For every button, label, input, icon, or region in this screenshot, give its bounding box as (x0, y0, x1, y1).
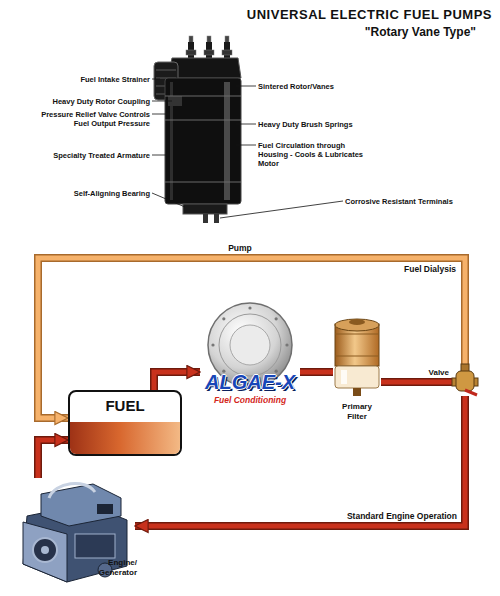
fuel-pump-illustration (154, 36, 241, 223)
pipe-outline (154, 372, 200, 390)
disc-bolt (275, 317, 278, 320)
side-housing (75, 534, 115, 558)
node-outline (452, 364, 478, 396)
leader-line (152, 193, 185, 207)
brand-tagline: Fuel Conditioning (200, 395, 300, 405)
pipe-connector (154, 372, 200, 390)
callout-label: Sintered Rotor/Vanes (258, 82, 368, 91)
flow-label: Fuel Dialysis (296, 264, 456, 274)
engine-generator: Engine/ Generator (15, 478, 135, 590)
flow-pipe (154, 372, 200, 390)
disc-bolt (285, 343, 288, 346)
pipe-outline (300, 368, 333, 376)
callout-label: Fuel Circulation through Housing - Cools… (258, 141, 370, 168)
callout-label: Heavy Duty Brush Springs (258, 120, 368, 129)
pipe-connector (381, 382, 452, 383)
filter-bowl (335, 366, 379, 388)
filter-drain (353, 388, 361, 396)
conditioner-unit: ALGAE-XFuel Conditioning (200, 300, 300, 408)
leader-line (236, 124, 256, 125)
valve: Valve (452, 364, 478, 396)
strainer-ridge (156, 70, 176, 71)
node-outline (333, 318, 381, 398)
terminal-nut (222, 50, 232, 55)
leader-line (220, 201, 343, 218)
pipe-connector (38, 440, 68, 478)
flow-label: Pump (215, 243, 265, 253)
callout-label: Self-Aligning Bearing (50, 189, 150, 198)
flow-pipe (38, 440, 68, 478)
housing-ring (165, 120, 241, 121)
engine-part (97, 504, 113, 514)
callout-label: Fuel Intake Strainer (50, 75, 150, 84)
leader-line (236, 86, 256, 87)
callout-label: Pressure Relief Valve Controls Fuel Outp… (35, 110, 150, 128)
disc-bolt (222, 317, 225, 320)
housing-ring (165, 182, 241, 183)
brand-name: ALGAE-X (200, 371, 300, 394)
pipe-outline (135, 396, 465, 526)
leader-line (152, 155, 168, 156)
pulley-hub (41, 546, 49, 554)
valve-handle (465, 390, 477, 395)
component-label: Engine/ Generator (85, 558, 137, 578)
terminal-nut (204, 50, 214, 55)
engine-pulley (33, 538, 57, 562)
leader-line (152, 79, 160, 80)
fuel-tank: FUEL (68, 390, 182, 456)
filter-cap-bolt (349, 319, 365, 325)
pipe-outline (38, 440, 68, 478)
valve-cover (41, 484, 121, 526)
component-label: Valve (420, 368, 449, 378)
bowl-reflection (341, 370, 347, 384)
pump-housing (165, 78, 241, 204)
title-heading: UNIVERSAL ELECTRIC FUEL PUMPS (222, 7, 492, 22)
filter-band (335, 356, 379, 357)
pipe-outline (381, 378, 452, 386)
callout-label: Corrosive Resistant Terminals (345, 197, 485, 206)
housing-ring (165, 96, 241, 97)
flow-pipe (381, 380, 452, 385)
disc-center (230, 325, 270, 365)
pump-top-cap (168, 58, 241, 78)
leader-line (236, 145, 256, 146)
callout-label: Specialty Treated Armature (40, 151, 150, 160)
bearing-cap (183, 204, 227, 214)
engine-pipe (49, 483, 95, 498)
flow-pipe (135, 396, 465, 526)
primary-filter: Primary Filter (333, 318, 381, 398)
bottom-terminal (214, 214, 219, 223)
flow-pipe (300, 370, 333, 375)
leader-line (152, 101, 172, 102)
subtitle-text: "Rotary Vane Type" (296, 25, 476, 39)
pipe-connector (135, 396, 465, 526)
valve-body (456, 371, 474, 391)
leader-line (152, 114, 170, 115)
pipe-connector (300, 372, 333, 373)
bottom-terminal (203, 214, 208, 223)
disc-bolt (248, 306, 251, 309)
fuel-level (70, 422, 180, 454)
flow-label: Standard Engine Operation (297, 511, 457, 521)
tank-label: FUEL (70, 397, 180, 414)
filter-band (335, 334, 379, 335)
callout-label: Heavy Duty Rotor Coupling (40, 97, 150, 106)
disc-bolt (211, 343, 214, 346)
terminal-nut (186, 50, 196, 55)
engine-front (23, 522, 67, 582)
component-label: Primary Filter (337, 402, 377, 422)
filter-cap (335, 319, 379, 331)
disc-ring (219, 314, 281, 376)
